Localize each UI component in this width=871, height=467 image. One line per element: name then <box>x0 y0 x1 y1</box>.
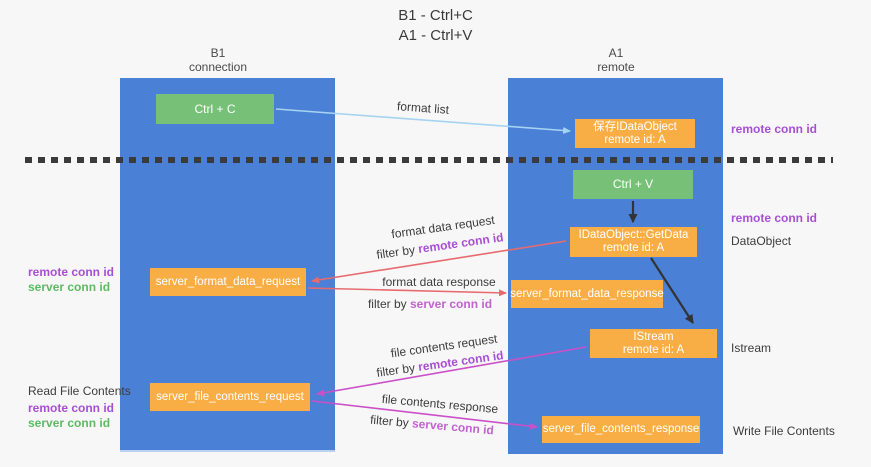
annotation-text: remote conn id <box>731 122 818 136</box>
node-getdata-line1: IDataObject::GetData <box>578 229 689 241</box>
annotation-text: remote conn id <box>28 401 115 415</box>
node-istream-line1: IStream <box>633 330 674 343</box>
node-ctrl-v: Ctrl + V <box>573 170 693 199</box>
lifeline-header-a1: A1 remote <box>516 46 716 74</box>
lifeline-b1-name: B1 <box>210 46 226 60</box>
node-istream-line2: remote id: A <box>622 343 685 356</box>
node-ctrl-v-label: Ctrl + V <box>612 177 654 191</box>
annotation-dataobject: DataObject <box>731 234 791 248</box>
session-separator-line <box>25 157 833 163</box>
node-keep-idataobject-line2: remote id: A <box>604 133 666 146</box>
label-format-list: format list <box>397 99 450 117</box>
node-server-file-contents-request-label: server_file_contents_request <box>156 390 304 403</box>
title-line-2: A1 - Ctrl+V <box>398 27 473 44</box>
annotation-remote-conn-id-mid: remote conn id <box>731 211 817 225</box>
node-ctrl-c: Ctrl + C <box>156 94 274 124</box>
lifeline-b1-role: connection <box>188 60 248 74</box>
annotation-write-file-contents: Write File Contents <box>733 424 835 438</box>
label-format-list-text: format list <box>396 99 450 117</box>
node-server-file-contents-response: server_file_contents_response <box>542 416 700 443</box>
annotation-left-server-conn-id-1: server conn id <box>28 280 110 294</box>
node-server-format-data-request: server_format_data_request <box>150 268 306 296</box>
annotation-read-file-contents: Read File Contents <box>28 384 131 398</box>
node-getdata: IDataObject::GetData remote id: A <box>570 227 697 257</box>
node-server-format-data-request-label: server_format_data_request <box>155 275 301 288</box>
filter-by-text: filter by <box>375 360 420 380</box>
node-server-file-contents-response-label: server_file_contents_response <box>542 423 700 435</box>
filter-by-text: filter by <box>369 412 413 431</box>
annotation-text: Read File Contents <box>28 384 131 398</box>
node-ctrl-c-label: Ctrl + C <box>194 101 236 116</box>
lifeline-a1-name: A1 <box>608 46 624 60</box>
annotation-text: remote conn id <box>28 265 115 279</box>
node-server-format-data-response: server_format_data_response <box>510 280 664 308</box>
node-keep-idataobject: 保存IDataObject remote id: A <box>575 119 695 148</box>
filter-by-text: filter by <box>367 297 410 311</box>
annotation-remote-conn-id-top: remote conn id <box>731 122 817 136</box>
filter-by-text: filter by <box>375 242 420 262</box>
label-format-data-response-text: format data response <box>382 275 496 289</box>
node-keep-idataobject-line1: 保存IDataObject <box>593 120 677 133</box>
annotation-text: Write File Contents <box>733 424 835 438</box>
server-conn-id-text: server conn id <box>409 297 493 311</box>
node-istream: IStream remote id: A <box>590 329 717 358</box>
annotation-text: Istream <box>731 341 772 355</box>
label-filter-server-conn-id-1: filter by server conn id <box>368 297 492 311</box>
server-conn-id-text: server conn id <box>411 416 495 438</box>
annotation-istream: Istream <box>731 341 771 355</box>
annotation-left-remote-conn-id-2: remote conn id <box>28 401 114 415</box>
node-server-file-contents-request: server_file_contents_request <box>150 383 310 411</box>
lifeline-a1-role: remote <box>597 60 635 74</box>
title-line-1: B1 - Ctrl+C <box>398 7 473 24</box>
label-file-contents-response: file contents response <box>381 392 499 416</box>
lifeline-header-b1: B1 connection <box>118 46 318 74</box>
annotation-left-server-conn-id-2: server conn id <box>28 416 110 430</box>
diagram-title: B1 - Ctrl+C A1 - Ctrl+V <box>0 6 871 46</box>
annotation-text: DataObject <box>731 234 792 248</box>
annotation-text: server conn id <box>28 280 111 294</box>
node-server-format-data-response-label: server_format_data_response <box>510 287 664 300</box>
annotation-left-remote-conn-id-1: remote conn id <box>28 265 114 279</box>
node-getdata-line2: remote id: A <box>602 242 665 254</box>
label-format-data-response: format data response <box>382 275 495 289</box>
annotation-text: server conn id <box>28 416 111 430</box>
annotation-text: remote conn id <box>731 211 818 225</box>
label-file-contents-response-text: file contents response <box>381 391 499 417</box>
label-filter-server-conn-id-2: filter by server conn id <box>370 413 495 438</box>
